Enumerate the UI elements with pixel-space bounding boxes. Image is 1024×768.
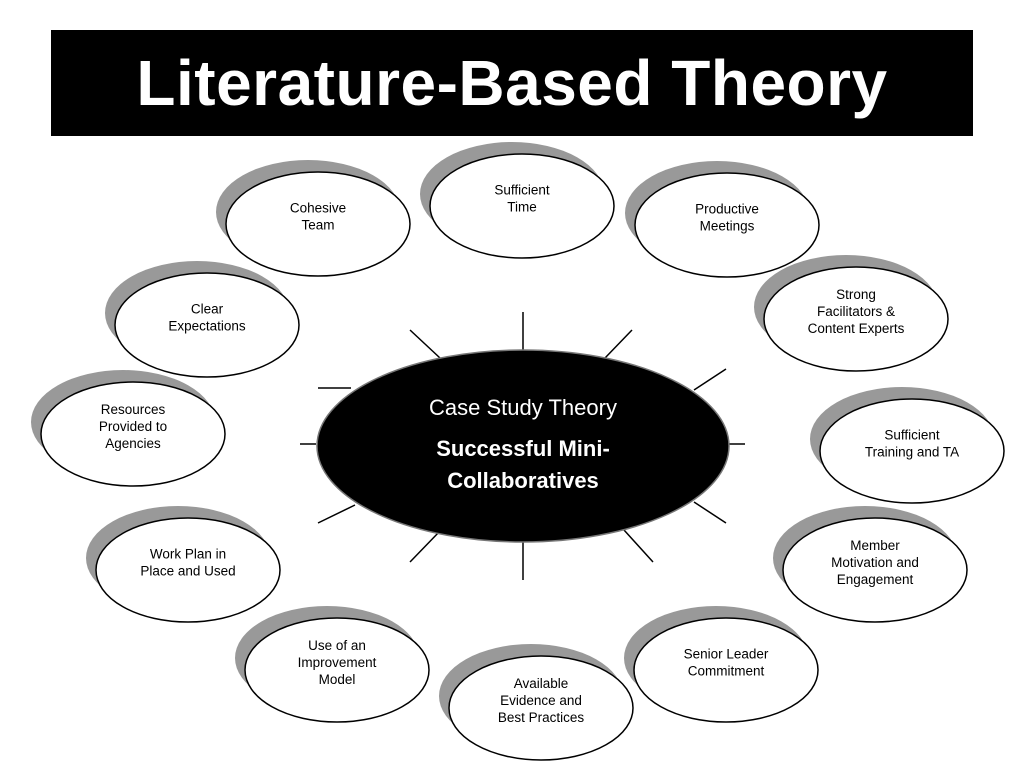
node-label-line: Facilitators &	[817, 304, 895, 319]
center-ellipse	[316, 349, 730, 543]
node-label-line: Use of an	[308, 638, 366, 653]
node-label-line: Meetings	[700, 219, 755, 234]
node-label-line: Resources	[101, 402, 166, 417]
center-node: Case Study Theory Successful Mini- Colla…	[316, 349, 730, 543]
node-label-line: Available	[514, 676, 569, 691]
node-label-line: Time	[507, 200, 537, 215]
node-label-line: Sufficient	[884, 428, 940, 443]
node-ellipse	[429, 153, 615, 259]
node-label-line: Provided to	[99, 419, 167, 434]
node-ellipse	[40, 381, 226, 487]
node-ellipse	[225, 171, 411, 277]
ray-line	[409, 530, 441, 563]
node-label-line: Model	[319, 672, 356, 687]
node-label-line: Strong	[836, 287, 876, 302]
title-banner: Literature-Based Theory	[51, 30, 973, 136]
center-rays	[300, 312, 745, 580]
node-ellipse	[819, 398, 1005, 504]
ray-line	[317, 504, 356, 524]
node-label-line: Training and TA	[865, 445, 959, 460]
node-label-line: Team	[301, 218, 334, 233]
node-label-line: Agencies	[105, 436, 161, 451]
ray-line	[693, 368, 727, 391]
node-work-plan: Work Plan in Place and Used	[86, 506, 281, 623]
node-label-line: Best Practices	[498, 710, 585, 725]
ray-line	[693, 501, 727, 524]
center-title-line-2: Collaboratives	[447, 468, 599, 493]
node-ellipse	[95, 517, 281, 623]
node-label-line: Productive	[695, 202, 759, 217]
node-label-line: Member	[850, 538, 900, 553]
node-label-line: Evidence and	[500, 693, 582, 708]
node-label-line: Engagement	[837, 572, 914, 587]
node-label-line: Expectations	[168, 319, 246, 334]
node-ellipse	[782, 517, 968, 623]
ray-line	[409, 329, 441, 359]
node-label-line: Sufficient	[494, 183, 550, 198]
node-label-line: Senior Leader	[684, 647, 769, 662]
center-title-line-1: Successful Mini-	[436, 436, 610, 461]
node-label-line: Work Plan in	[150, 547, 226, 562]
ray-line	[623, 529, 654, 563]
node-label-line: Cohesive	[290, 201, 346, 216]
node-label-line: Content Experts	[808, 321, 905, 336]
ray-line	[604, 329, 633, 359]
node-label-line: Motivation and	[831, 555, 919, 570]
node-ellipse	[244, 617, 430, 723]
page-title: Literature-Based Theory	[136, 47, 888, 119]
node-ellipse	[633, 617, 819, 723]
node-label-line: Improvement	[298, 655, 377, 670]
node-label-line: Place and Used	[140, 564, 235, 579]
node-ellipse	[634, 172, 820, 278]
center-subtitle: Case Study Theory	[429, 395, 617, 420]
node-ellipse	[448, 655, 634, 761]
node-ellipse	[114, 272, 300, 378]
node-label-line: Commitment	[688, 664, 765, 679]
node-label-line: Clear	[191, 302, 224, 317]
node-ellipse	[763, 266, 949, 372]
